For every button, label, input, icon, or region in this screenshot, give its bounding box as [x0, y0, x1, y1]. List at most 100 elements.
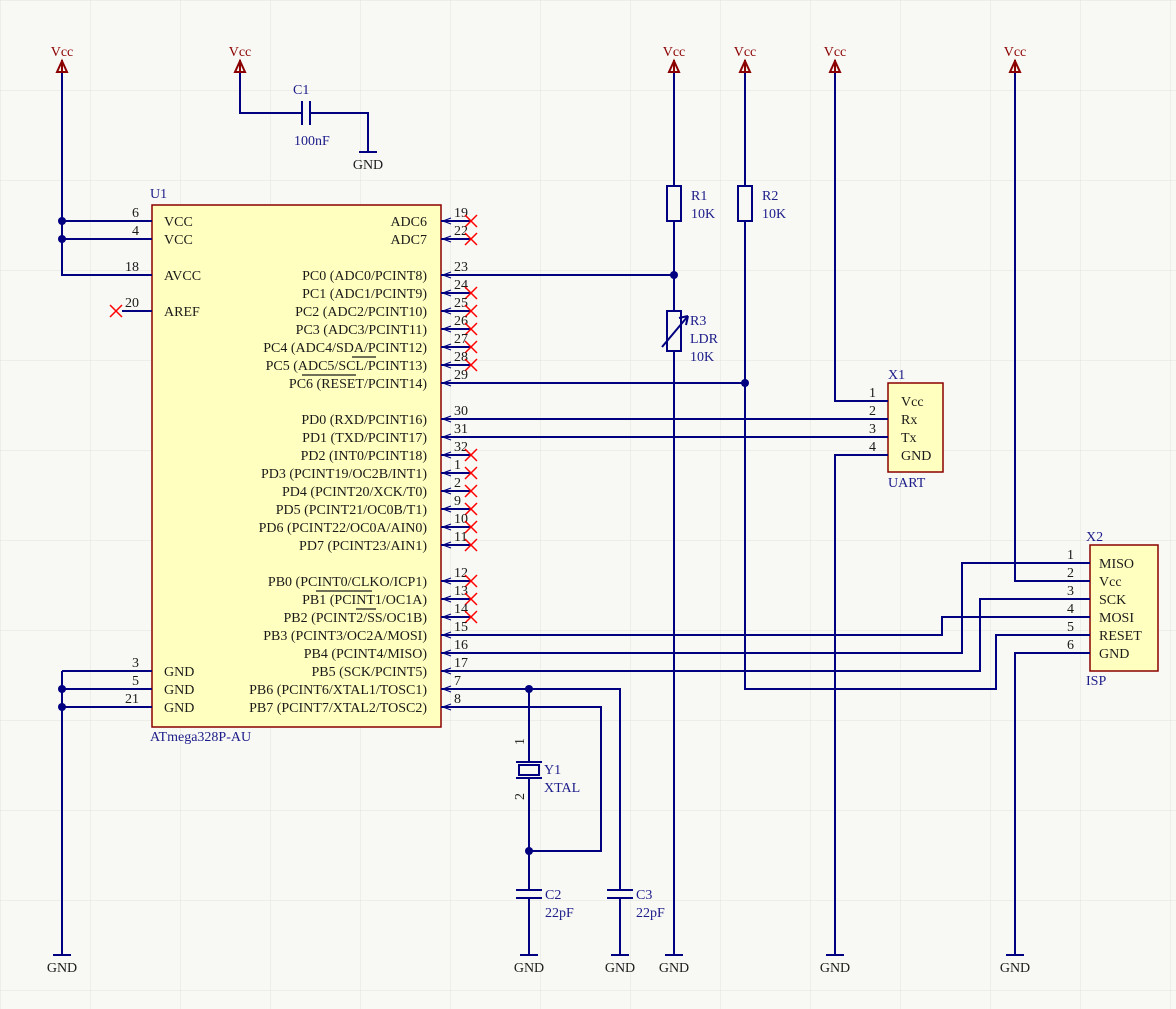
pin-direction-mark [441, 541, 452, 549]
r1-symbol[interactable] [666, 185, 682, 222]
wire-miso[interactable] [441, 562, 1090, 654]
pin-direction-mark [441, 307, 452, 315]
gnd-power-port[interactable]: GND [353, 151, 383, 173]
pin-number: 10 [454, 512, 468, 527]
pin-name: PD3 (PCINT19/OC2B/INT1) [261, 467, 427, 482]
x1-pin-2[interactable]: 2Rx [862, 404, 917, 428]
pin-name: GND [164, 665, 194, 680]
vcc-power-port[interactable]: Vcc [734, 45, 757, 73]
pin-name: PD5 (PCINT21/OC0B/T1) [276, 503, 428, 518]
vcc-power-port[interactable]: Vcc [1004, 45, 1027, 73]
vcc-label: Vcc [51, 45, 74, 60]
no-connect-mark [464, 592, 478, 606]
pin-direction-mark [441, 595, 452, 603]
x2-connector-body[interactable] [1089, 544, 1159, 672]
gnd-power-port[interactable]: GND [514, 954, 544, 976]
wire-xtal1[interactable] [441, 688, 621, 890]
c3-symbol[interactable] [607, 889, 633, 899]
pin-direction-mark [441, 469, 452, 477]
u1-body[interactable] [151, 204, 442, 728]
x1-connector-body[interactable] [887, 382, 944, 473]
pin-direction-mark [441, 379, 452, 387]
gnd-power-port[interactable]: GND [47, 954, 77, 976]
vcc-power-port[interactable]: Vcc [229, 45, 252, 73]
x2-designator: X2 [1086, 530, 1103, 545]
vcc-power-port[interactable]: Vcc [51, 45, 74, 73]
wire-c1-gnd[interactable] [310, 112, 369, 152]
gnd-power-port[interactable]: GND [659, 954, 689, 976]
pin-number: 9 [454, 494, 461, 509]
r1-value: 10K [691, 207, 715, 222]
pin-direction-mark [441, 505, 452, 513]
wire-mosi[interactable] [441, 616, 1090, 636]
gnd-label: GND [605, 961, 635, 976]
pin-name: PC0 (ADC0/PCINT8) [302, 269, 427, 284]
gnd-label: GND [47, 961, 77, 976]
pin-number: 4 [1067, 602, 1074, 617]
vcc-power-port[interactable]: Vcc [663, 45, 686, 73]
wire-u1-gnd[interactable] [61, 670, 152, 955]
y1-crystal-body[interactable] [518, 764, 540, 776]
y1-crystal-plates[interactable] [516, 761, 542, 779]
wire-sck[interactable] [441, 598, 1090, 672]
r2-symbol[interactable] [737, 185, 753, 222]
pin-name: PC1 (ADC1/PCINT9) [302, 287, 427, 302]
pin-number: 21 [125, 692, 139, 707]
c2-value: 22pF [545, 906, 574, 921]
gnd-power-port[interactable]: GND [820, 954, 850, 976]
c2-symbol[interactable] [516, 889, 542, 899]
r3-ldr-symbol[interactable] [666, 310, 682, 352]
wire-reset[interactable] [744, 221, 1090, 690]
c1-symbol[interactable] [301, 101, 311, 125]
x1-pin-3[interactable]: 3Tx [862, 422, 917, 446]
x2-label: ISP [1086, 674, 1106, 689]
wire-xtal2[interactable] [441, 706, 602, 852]
gnd-power-port[interactable]: GND [1000, 954, 1030, 976]
gnd-power-port[interactable]: GND [605, 954, 635, 976]
wire-c1-vcc[interactable] [239, 72, 302, 114]
r1-designator: R1 [691, 189, 707, 204]
pin-name: AVCC [164, 269, 201, 284]
vcc-power-port[interactable]: Vcc [824, 45, 847, 73]
